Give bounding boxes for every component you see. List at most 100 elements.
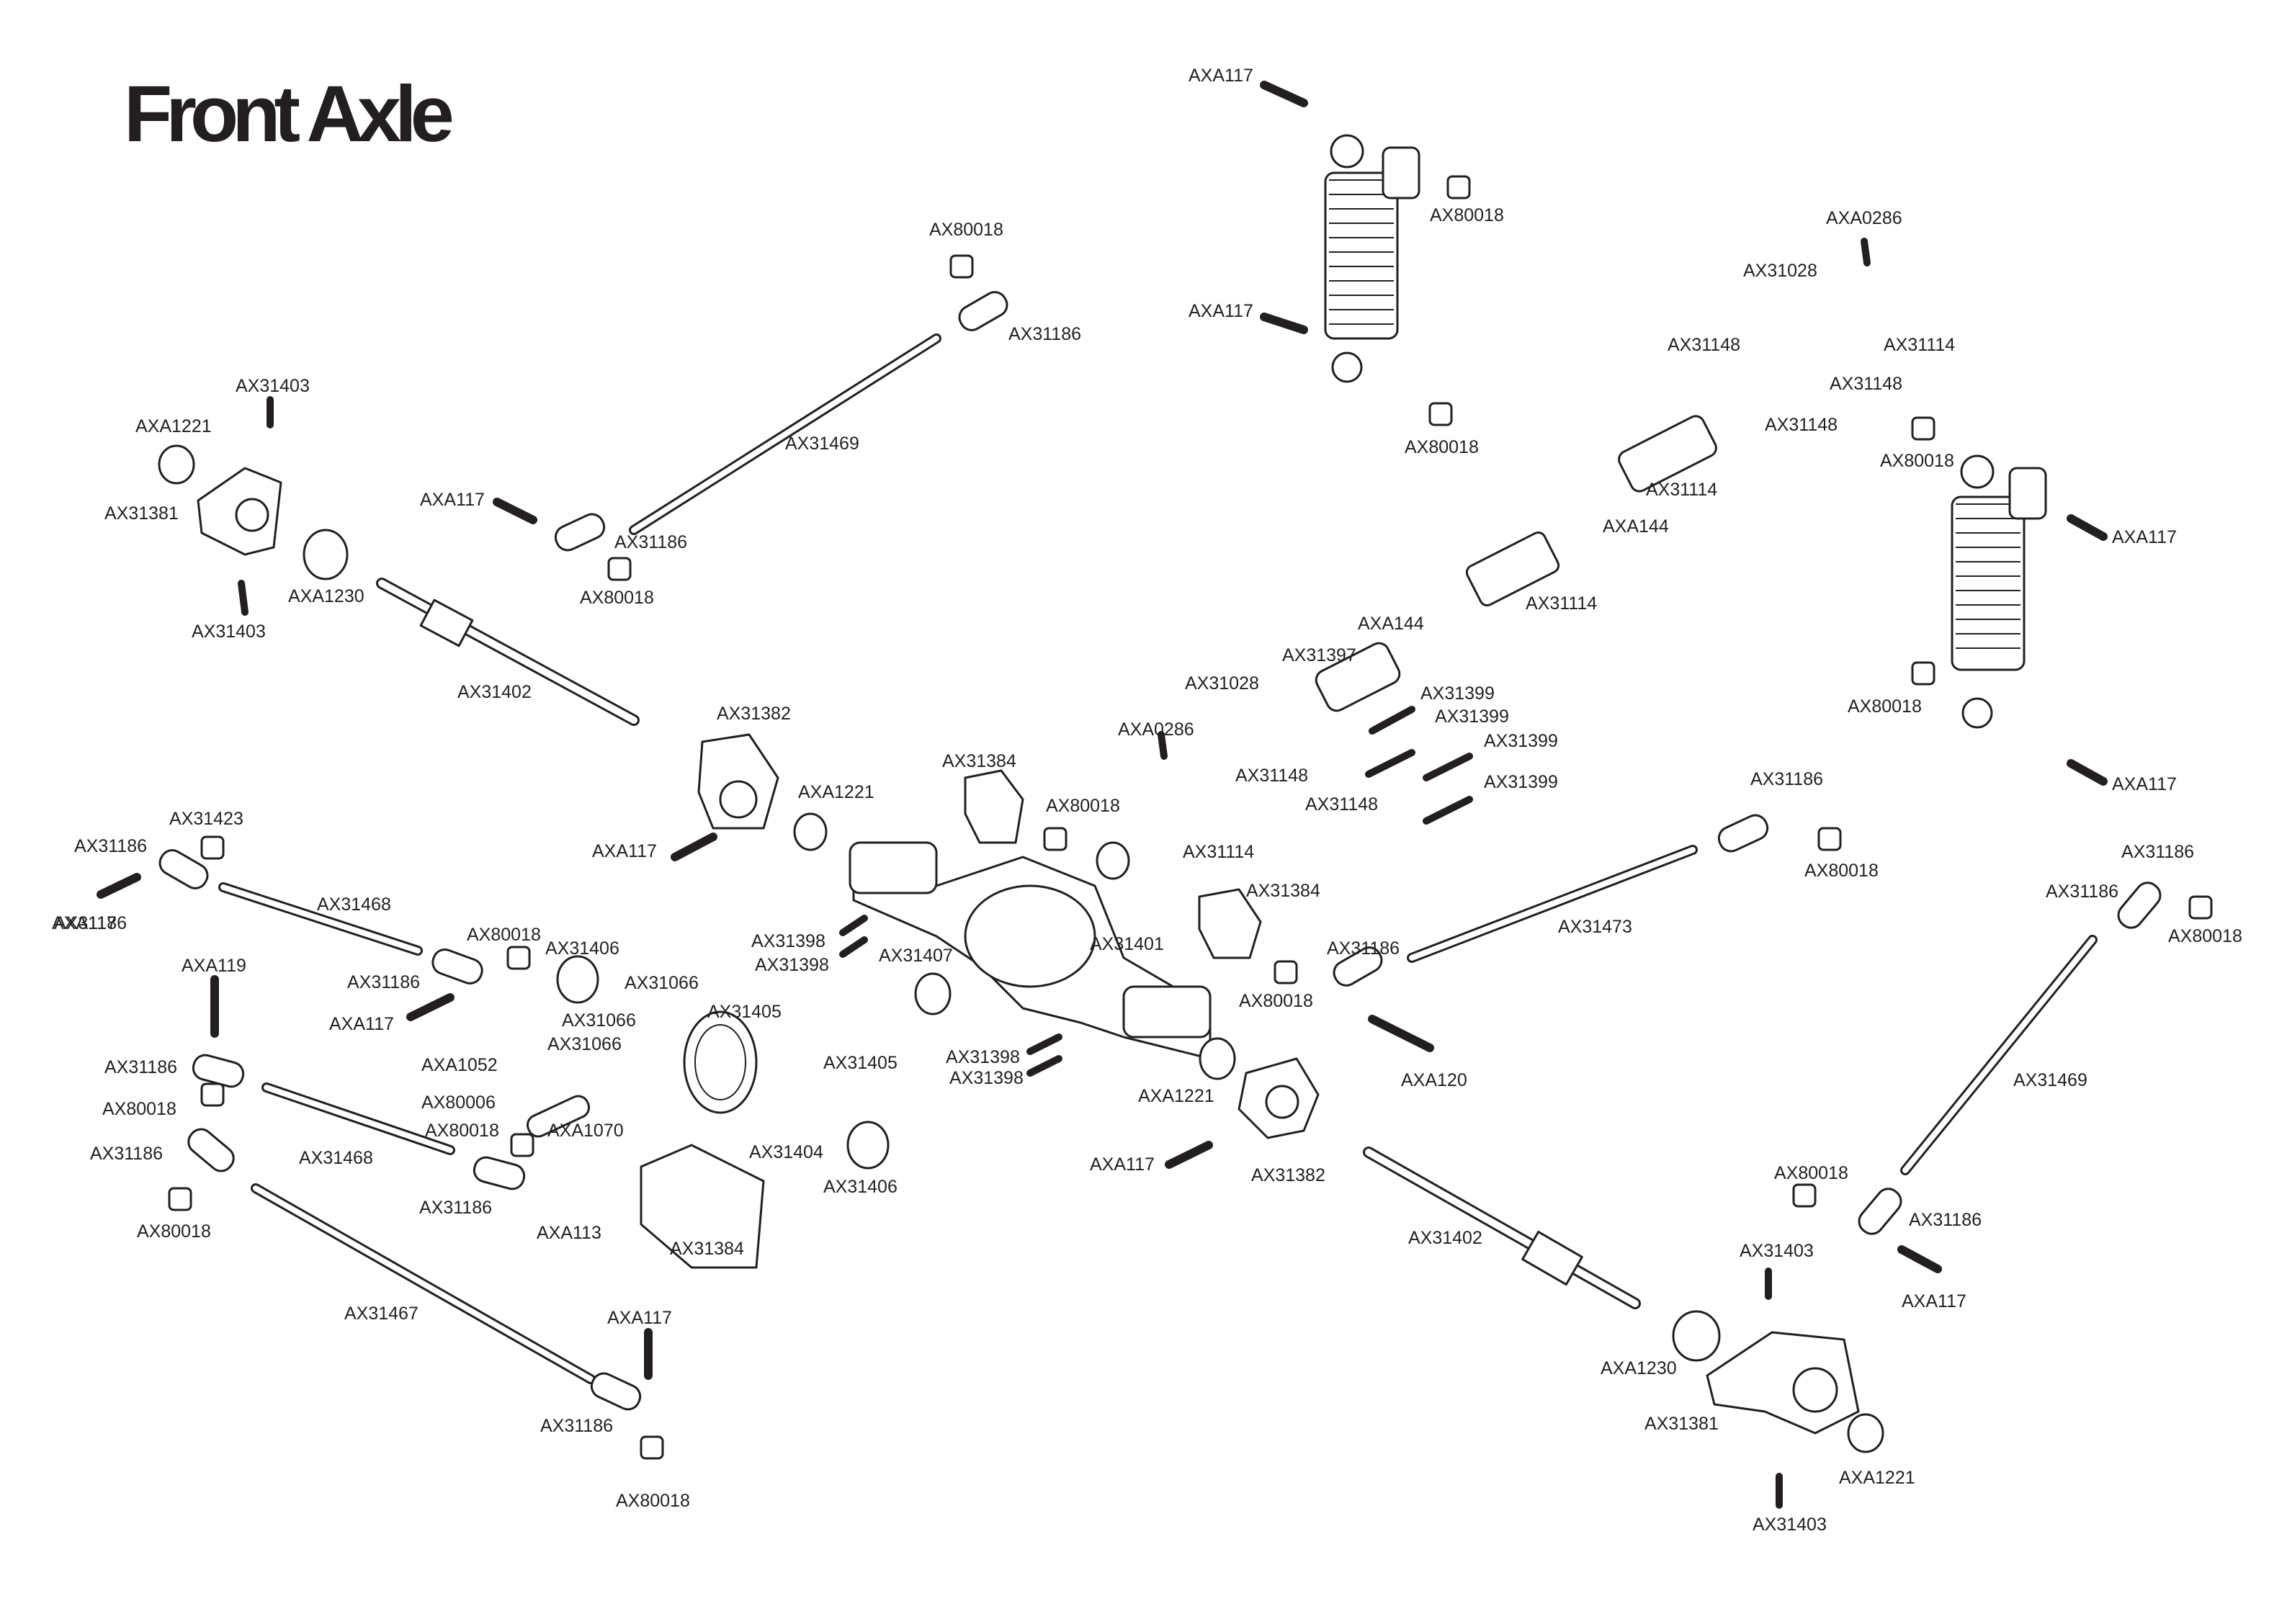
part-label: AX31114 — [1884, 335, 1955, 355]
part-label: AX80018 — [1848, 696, 1922, 717]
part-label: AXA120 — [1401, 1070, 1467, 1090]
part-label: AXA117 — [52, 913, 117, 933]
part-label: AX31066 — [547, 1034, 622, 1054]
shock-absorber-upper — [1324, 134, 1420, 383]
part-label: AX31186 — [2121, 842, 2194, 862]
part-label: AX80018 — [467, 925, 541, 945]
part-label: AX80018 — [1774, 1163, 1848, 1183]
part-label: AX31384 — [670, 1239, 744, 1259]
part-label: AX31114 — [1646, 480, 1717, 500]
part-label: AX31186 — [2046, 881, 2118, 902]
part-label: AX31186 — [1909, 1210, 1982, 1230]
part-label: AX31186 — [54, 913, 127, 933]
link-rod-ax31473 — [1407, 845, 1698, 963]
part-label: AX80018 — [1405, 437, 1479, 457]
part-label: AX31186 — [540, 1416, 613, 1436]
part-label: AX31468 — [299, 1148, 373, 1168]
screws — [97, 81, 2108, 1509]
part-label: AXA117 — [1090, 1154, 1155, 1175]
part-label: AX31467 — [344, 1304, 419, 1324]
part-label: AX31398 — [946, 1047, 1020, 1067]
part-label: AX80018 — [616, 1491, 690, 1511]
part-label: AX31399 — [1435, 706, 1509, 727]
part-label: AX31148 — [1765, 415, 1838, 435]
part-label: AX31402 — [1408, 1228, 1482, 1248]
knuckle-ax31381-right — [1706, 1331, 1860, 1435]
link-rod-ax31469-upper — [629, 333, 941, 535]
part-label: AX31403 — [192, 622, 266, 642]
part-label: AXA1221 — [1839, 1468, 1915, 1488]
cover-ax31384-upper — [964, 769, 1024, 844]
part-label: AX80018 — [1804, 861, 1879, 881]
part-label: AXA0286 — [1826, 208, 1902, 228]
diagram-title: Front Axle — [124, 70, 455, 158]
part-label: AX31384 — [1246, 881, 1320, 901]
part-label: AXA1230 — [288, 586, 364, 606]
part-label: AXA1052 — [421, 1055, 498, 1075]
part-label: AX31114 — [1183, 842, 1254, 862]
cover-ax31384-mid — [1198, 888, 1262, 959]
part-label: AX31186 — [419, 1198, 492, 1218]
part-label: AX31468 — [317, 894, 391, 915]
part-label: AXA144 — [1358, 614, 1424, 634]
part-label: AXA119 — [182, 956, 246, 976]
part-label: AX31406 — [545, 938, 619, 959]
part-label: AX31407 — [879, 946, 953, 966]
part-label: AX31382 — [717, 704, 791, 724]
part-label: AXA1221 — [798, 782, 874, 802]
c-hub-ax31382-lower — [1238, 1057, 1320, 1139]
axle-shaft-ax31402-right — [1363, 1147, 1641, 1309]
part-label: AX80018 — [1880, 451, 1954, 471]
part-label: AXA0286 — [1118, 719, 1194, 740]
part-label: AX31473 — [1558, 917, 1632, 937]
part-label: AX31399 — [1420, 683, 1495, 704]
axle-housing-ax31401 — [849, 841, 1212, 1060]
part-label: AXA144 — [1603, 516, 1669, 537]
part-label: AX80018 — [425, 1121, 499, 1141]
part-label: AX80018 — [102, 1099, 176, 1119]
link-rod-ax31469-right — [1900, 935, 2098, 1175]
part-label: AX31399 — [1484, 731, 1558, 751]
part-label: AX31381 — [104, 503, 179, 524]
part-label: AX31402 — [457, 682, 532, 702]
part-label: AX31401 — [1090, 934, 1164, 954]
part-label: AX31469 — [2013, 1070, 2087, 1090]
part-label: AXA113 — [537, 1223, 601, 1243]
part-label: AXA1070 — [547, 1121, 624, 1141]
part-label: AX31403 — [236, 376, 310, 396]
part-label: AX31148 — [1830, 374, 1902, 394]
part-label: AX31399 — [1484, 772, 1558, 792]
link-rod-ax31468-upper — [218, 882, 423, 956]
part-label: AX31398 — [949, 1068, 1024, 1088]
part-label: AX31403 — [1740, 1241, 1814, 1261]
part-label: AX31186 — [1750, 769, 1823, 789]
part-label: AX31186 — [1008, 324, 1081, 344]
part-label: AXA117 — [329, 1014, 394, 1034]
part-label: AXA117 — [1189, 66, 1253, 86]
part-label: AX31066 — [625, 973, 699, 993]
part-label: AX31186 — [90, 1144, 163, 1164]
part-label: AX31148 — [1668, 335, 1740, 355]
part-label: AX31405 — [823, 1053, 898, 1073]
part-label: AX31381 — [1644, 1414, 1719, 1434]
part-label: AX31066 — [562, 1010, 636, 1031]
part-label: AX31114 — [1526, 593, 1597, 614]
link-rod-ax31467 — [251, 1183, 596, 1384]
part-label: AX31398 — [755, 955, 829, 975]
part-label: AXA117 — [2112, 774, 2177, 794]
part-label: AX31186 — [347, 972, 420, 992]
cover-ax31384-lower — [640, 1144, 765, 1269]
part-label: AX80018 — [929, 220, 1003, 240]
part-label: AX31186 — [1327, 938, 1400, 959]
link-rod-ax31468-lower — [261, 1082, 455, 1155]
part-label: AXA117 — [592, 841, 657, 861]
part-label: AX80018 — [1430, 205, 1504, 225]
part-label: AX80018 — [1239, 991, 1313, 1011]
part-label: AXA1230 — [1601, 1358, 1677, 1378]
part-label: AX31148 — [1305, 794, 1378, 815]
part-label: AX31148 — [1235, 766, 1308, 786]
part-label: AX31403 — [1753, 1515, 1827, 1535]
part-label: AXA117 — [1902, 1291, 1966, 1311]
